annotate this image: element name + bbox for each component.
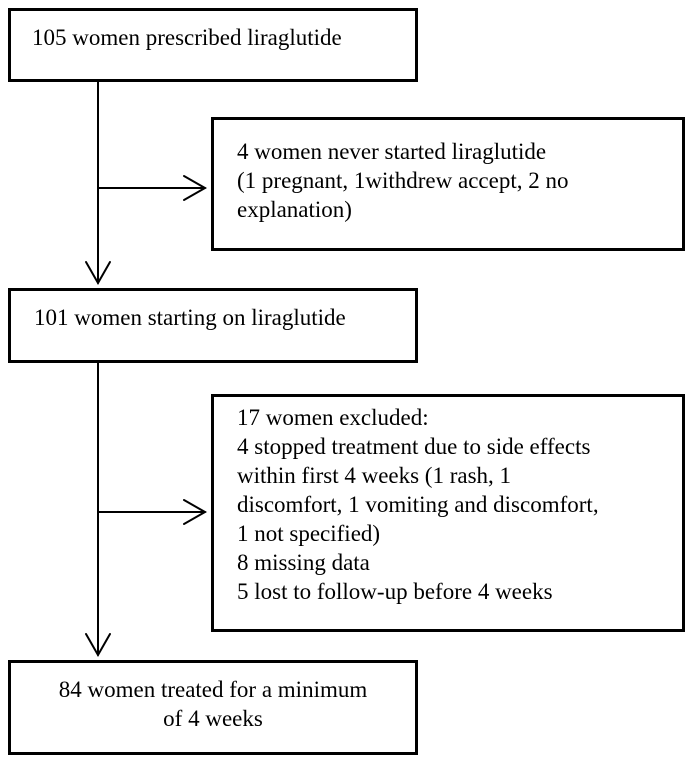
box-text-line: explanation) xyxy=(237,197,352,222)
box-text-line: 4 women never started liraglutide xyxy=(237,139,547,164)
box-text-line: of 4 weeks xyxy=(163,706,263,731)
box-women-starting: 101 women starting on liraglutide xyxy=(8,288,418,363)
box-women-prescribed: 105 women prescribed liraglutide xyxy=(8,8,418,82)
arrow-head-excluded xyxy=(183,499,208,525)
box-text-line: 105 women prescribed liraglutide xyxy=(32,25,342,50)
box-text-line: 1 not specified) xyxy=(237,521,381,546)
box-text-line: 101 women starting on liraglutide xyxy=(34,305,346,330)
box-text-line: 8 missing data xyxy=(237,550,370,575)
box-text-line: 5 lost to follow-up before 4 weeks xyxy=(237,579,553,604)
box-text-line: discomfort, 1 vomiting and discomfort, xyxy=(237,492,599,517)
box-text-line: (1 pregnant, 1withdrew accept, 2 no xyxy=(237,168,569,193)
arrow-head-never-started xyxy=(183,175,208,201)
box-women-excluded: 17 women excluded: 4 stopped treatment d… xyxy=(211,394,685,632)
box-text-line: 4 stopped treatment due to side effects xyxy=(237,434,591,459)
arrow-head-treated xyxy=(85,633,111,658)
box-women-treated: 84 women treated for a minimum of 4 week… xyxy=(8,660,418,755)
box-never-started: 4 women never started liraglutide (1 pre… xyxy=(211,117,685,251)
box-text-line: within first 4 weeks (1 rash, 1 xyxy=(237,463,512,488)
box-text-line: 17 women excluded: xyxy=(237,405,429,430)
arrow-head-starting xyxy=(85,261,111,286)
box-text-line: 84 women treated for a minimum xyxy=(58,677,368,702)
